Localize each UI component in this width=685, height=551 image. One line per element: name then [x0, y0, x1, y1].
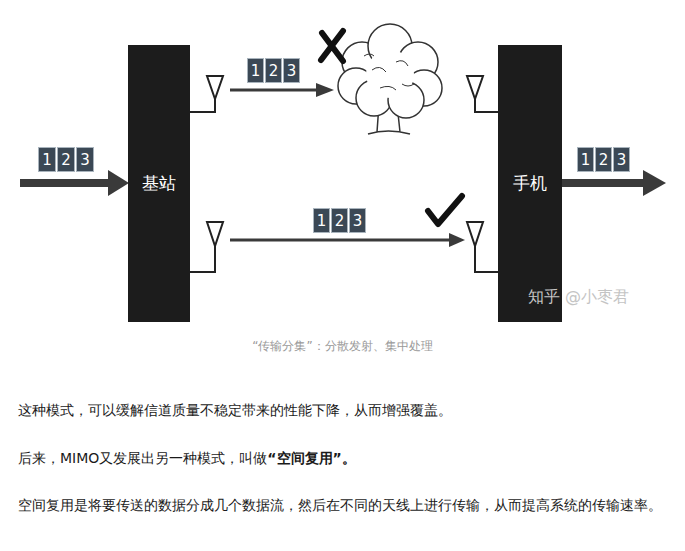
- arrow-head: [108, 170, 129, 196]
- node-text: 2: [599, 151, 609, 169]
- emphasis-text: “空间复用”。: [267, 450, 355, 466]
- node-text: 3: [287, 62, 297, 80]
- arrow-head: [643, 170, 666, 196]
- data-block: 1: [38, 147, 56, 172]
- node-text: 3: [353, 212, 363, 230]
- data-block: 3: [76, 147, 94, 172]
- paragraph: 空间复用是将要传送的数据分成几个数据流，然后在不同的天线上进行传输，从而提高系统…: [18, 493, 670, 517]
- data-block: 1: [247, 58, 264, 83]
- node-text: 2: [335, 212, 345, 230]
- node-text: 1: [581, 151, 591, 169]
- paragraph: 这种模式，可以缓解信道质量不稳定带来的性能下降，从而增强覆盖。: [18, 398, 670, 422]
- node-text: 3: [617, 151, 627, 169]
- watermark-box: 知乎 @小枣君: [528, 287, 629, 308]
- check-mark: [428, 196, 462, 224]
- node-text: 1: [317, 212, 327, 230]
- watermark: 知乎 @小枣君: [528, 287, 629, 306]
- paragraph: 后来，MIMO又发展出另一种模式，叫做“空间复用”。: [18, 446, 670, 470]
- figure-caption: “传输分集”：分散发射、集中处理: [0, 338, 685, 355]
- data-block: 2: [595, 147, 612, 172]
- tree-obstacle: [338, 24, 442, 134]
- node-text: 2: [61, 151, 71, 169]
- blocked-arrow: [230, 89, 318, 92]
- arrow-head: [449, 233, 465, 247]
- body-text: 这种模式，可以缓解信道质量不稳定带来的性能下降，从而增强覆盖。: [18, 402, 452, 418]
- data-block: 2: [265, 58, 282, 83]
- signal-arrow: [190, 233, 498, 272]
- node-text: 基站: [142, 172, 176, 195]
- data-block: 1: [313, 208, 330, 233]
- input-arrow: [20, 179, 112, 187]
- node-text: 1: [42, 151, 52, 169]
- data-block: 3: [349, 208, 366, 233]
- device-block: 基站: [128, 45, 190, 322]
- data-block: 3: [613, 147, 630, 172]
- device-block: 手机: [498, 45, 562, 322]
- data-block: 1: [577, 147, 594, 172]
- arrow-head: [316, 83, 334, 97]
- antenna: [190, 76, 498, 246]
- data-block: 2: [331, 208, 348, 233]
- node-text: 3: [80, 151, 90, 169]
- output-arrow: [562, 179, 646, 187]
- cross-mark: [321, 31, 343, 61]
- body-text: 后来，MIMO又发展出另一种模式，叫做: [18, 450, 267, 466]
- body-text: 空间复用是将要传送的数据分成几个数据流，然后在不同的天线上进行传输，从而提高系统…: [18, 497, 662, 513]
- node-text: 1: [251, 62, 261, 80]
- node-text: 手机: [513, 172, 547, 195]
- data-block: 2: [57, 147, 75, 172]
- data-block: 3: [283, 58, 300, 83]
- node-text: 2: [269, 62, 279, 80]
